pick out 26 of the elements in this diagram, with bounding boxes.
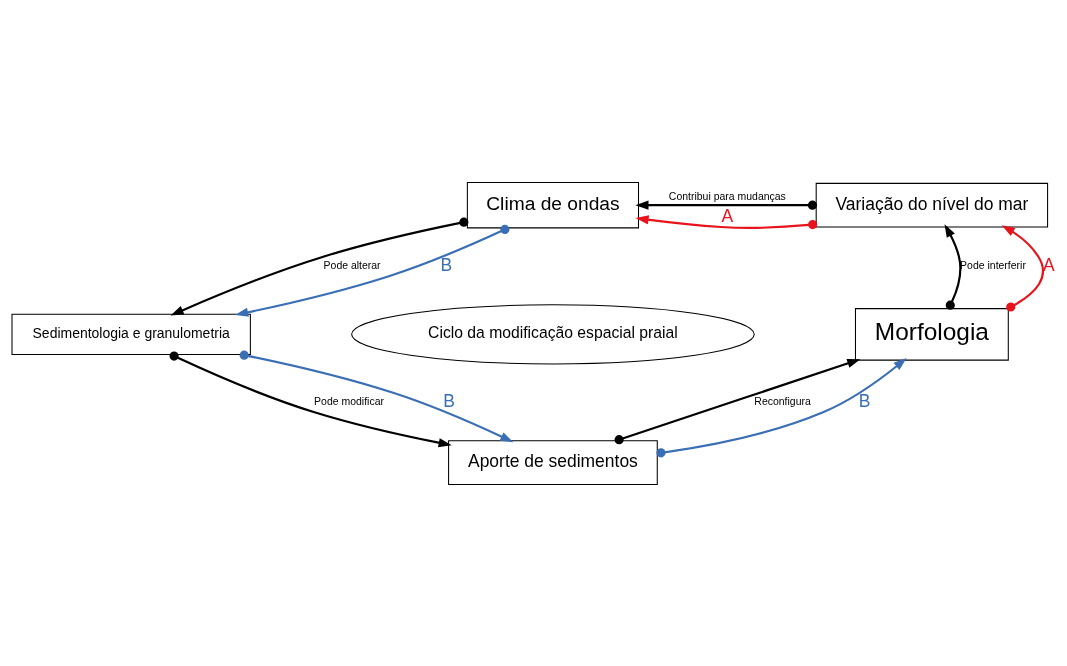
node-box: Morfologia xyxy=(854,307,1009,361)
arrow xyxy=(170,217,469,316)
arrow xyxy=(656,357,907,457)
edge-label: Pode alterar xyxy=(323,259,381,271)
edge-label: Contribui para mudanças xyxy=(668,190,786,202)
arrow xyxy=(1001,224,1044,312)
arrow xyxy=(944,223,962,310)
node-box: Sedimentologia e granulometria xyxy=(11,313,251,355)
edge-label: Reconfigura xyxy=(754,395,811,407)
edge-label: A xyxy=(1043,254,1055,275)
arrow xyxy=(614,358,861,444)
edge-label: A xyxy=(721,205,734,226)
node-box: Variação do nível do mar xyxy=(815,182,1049,228)
edge-label: Pode interferir xyxy=(960,259,1026,271)
node-ellipse: Ciclo da modificação espacial praial xyxy=(351,303,755,364)
edge-label: Pode modificar xyxy=(314,395,384,407)
edge-label: B xyxy=(443,390,455,411)
edge-label: B xyxy=(858,390,871,411)
arrow xyxy=(235,224,510,317)
arrow xyxy=(169,351,452,447)
edge-label: B xyxy=(440,254,453,275)
arrow xyxy=(239,350,514,442)
arrow xyxy=(635,200,817,210)
arrow xyxy=(635,214,818,229)
node-box: Aporte de sedimentos xyxy=(448,439,658,485)
node-box: Clima de ondas xyxy=(466,181,640,228)
